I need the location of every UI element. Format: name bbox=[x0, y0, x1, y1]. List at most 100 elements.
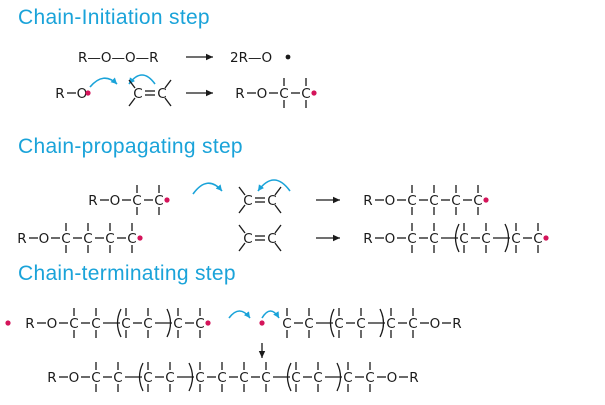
radical-dot bbox=[483, 197, 489, 203]
substituent-bond bbox=[238, 242, 246, 252]
peroxide-reactant: R—O—O—R bbox=[78, 50, 159, 66]
carbon-atom: C bbox=[459, 231, 468, 247]
carbon-atom: C bbox=[365, 370, 374, 386]
electron-arrow bbox=[228, 310, 251, 319]
carbon-atom: C bbox=[195, 316, 204, 332]
r-group: R bbox=[363, 193, 372, 209]
carbon-atom: C bbox=[511, 231, 520, 247]
oxygen-atom: O bbox=[39, 231, 50, 247]
electron-arrow bbox=[89, 77, 118, 88]
carbon-atom: C bbox=[291, 370, 300, 386]
radical-dot bbox=[543, 235, 549, 241]
substituent-bond bbox=[274, 242, 282, 252]
substituent-bond bbox=[128, 97, 136, 107]
alkoxy-radical-product: 2R—O bbox=[230, 50, 272, 66]
propagating-heading: Chain-propagating step bbox=[18, 135, 243, 158]
radical-dot bbox=[285, 54, 291, 60]
carbon-atom: C bbox=[105, 231, 114, 247]
carbon-atom: C bbox=[113, 370, 122, 386]
carbon-atom: C bbox=[279, 86, 288, 102]
oxygen-atom: O bbox=[257, 86, 268, 102]
carbon-atom: C bbox=[217, 370, 226, 386]
substituent-bond bbox=[238, 204, 246, 214]
carbon-atom: C bbox=[143, 316, 152, 332]
carbon-atom: C bbox=[127, 231, 136, 247]
radical-dot bbox=[311, 90, 317, 96]
carbon-atom: C bbox=[343, 370, 352, 386]
r-group: R bbox=[17, 231, 26, 247]
substituent-bond bbox=[128, 79, 136, 89]
carbon-atom: C bbox=[239, 370, 248, 386]
carbon-atom: C bbox=[121, 316, 130, 332]
r-group: R bbox=[452, 316, 461, 332]
substituent-bond bbox=[274, 224, 282, 234]
carbon-atom: C bbox=[429, 193, 438, 209]
substituent-bond bbox=[238, 224, 246, 234]
r-group: R bbox=[409, 370, 418, 386]
carbon-atom: C bbox=[473, 193, 482, 209]
substituent-bond bbox=[164, 97, 172, 107]
oxygen-atom: O bbox=[430, 316, 441, 332]
substituent-bond bbox=[274, 186, 282, 196]
carbon-atom: C bbox=[165, 370, 174, 386]
carbon-atom: C bbox=[386, 316, 395, 332]
carbon-atom: C bbox=[61, 231, 70, 247]
r-group: R bbox=[363, 231, 372, 247]
carbon-atom: C bbox=[243, 193, 252, 209]
r-group: R bbox=[55, 86, 64, 102]
carbon-atom: C bbox=[301, 86, 310, 102]
carbon-atom: C bbox=[334, 316, 343, 332]
carbon-atom: C bbox=[356, 316, 365, 332]
carbon-atom: C bbox=[408, 316, 417, 332]
carbon-atom: C bbox=[157, 86, 166, 102]
initiation-heading: Chain-Initiation step bbox=[18, 6, 210, 29]
carbon-atom: C bbox=[261, 370, 270, 386]
carbon-atom: C bbox=[407, 193, 416, 209]
r-group: R bbox=[88, 193, 97, 209]
r-group: R bbox=[25, 316, 34, 332]
radical-dot bbox=[205, 320, 211, 326]
carbon-atom: C bbox=[407, 231, 416, 247]
radical-dot bbox=[85, 90, 91, 96]
oxygen-atom: O bbox=[69, 370, 80, 386]
electron-arrow bbox=[192, 182, 223, 195]
radical-dot bbox=[137, 235, 143, 241]
radical-dot bbox=[164, 197, 170, 203]
carbon-atom: C bbox=[304, 316, 313, 332]
carbon-atom: C bbox=[313, 370, 322, 386]
carbon-atom: C bbox=[282, 316, 291, 332]
substituent-bond bbox=[274, 204, 282, 214]
carbon-atom: C bbox=[481, 231, 490, 247]
substituent-bond bbox=[164, 79, 172, 89]
carbon-atom: C bbox=[154, 193, 163, 209]
carbon-atom: C bbox=[133, 86, 142, 102]
electron-arrow bbox=[257, 179, 291, 192]
carbon-atom: C bbox=[533, 231, 542, 247]
terminating-heading: Chain-terminating step bbox=[18, 262, 236, 285]
electron-arrow bbox=[261, 310, 280, 319]
carbon-atom: C bbox=[195, 370, 204, 386]
carbon-atom: C bbox=[69, 316, 78, 332]
carbon-atom: C bbox=[91, 316, 100, 332]
carbon-atom: C bbox=[143, 370, 152, 386]
oxygen-atom: O bbox=[110, 193, 121, 209]
carbon-atom: C bbox=[267, 193, 276, 209]
carbon-atom: C bbox=[91, 370, 100, 386]
r-group: R bbox=[47, 370, 56, 386]
radical-dot bbox=[5, 320, 11, 326]
oxygen-atom: O bbox=[47, 316, 58, 332]
carbon-atom: C bbox=[267, 231, 276, 247]
oxygen-atom: O bbox=[387, 370, 398, 386]
substituent-bond bbox=[238, 186, 246, 196]
carbon-atom: C bbox=[173, 316, 182, 332]
carbon-atom: C bbox=[243, 231, 252, 247]
carbon-atom: C bbox=[451, 193, 460, 209]
electron-arrow bbox=[128, 74, 156, 85]
carbon-atom: C bbox=[83, 231, 92, 247]
carbon-atom: C bbox=[429, 231, 438, 247]
oxygen-atom: O bbox=[385, 231, 396, 247]
carbon-atom: C bbox=[132, 193, 141, 209]
